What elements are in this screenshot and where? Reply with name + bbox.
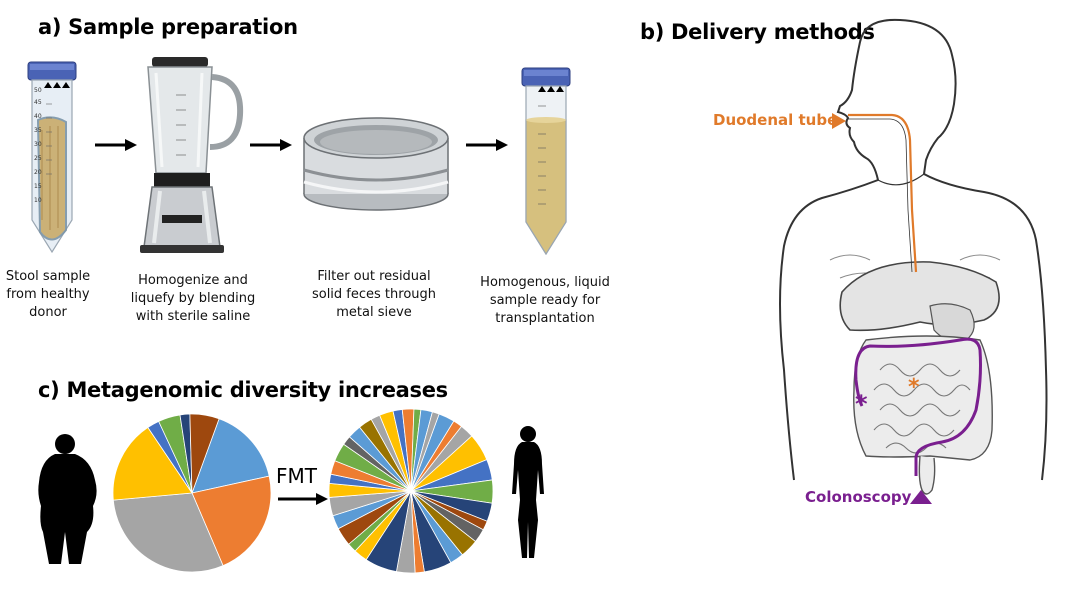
fmt-label: FMT <box>276 464 317 488</box>
arrow-right-icon <box>95 139 137 151</box>
tube-mark-20: 20 <box>34 169 42 176</box>
step-4-line-3: transplantation <box>495 311 595 326</box>
step-3-line-2: solid feces through <box>311 287 437 302</box>
duodenal-tube-label: Duodenal tube <box>713 111 838 129</box>
pie-slice <box>112 426 193 501</box>
step-4-line-2: sample ready for <box>489 293 601 308</box>
liquid-sample-tube-icon <box>521 67 571 256</box>
step-1-line-2: from healthy <box>6 287 90 302</box>
tube-mark-45: 45 <box>34 99 42 106</box>
tube-mark-35: 35 <box>34 127 42 134</box>
colonoscope-path <box>854 337 982 476</box>
arrow-right-icon <box>466 139 508 151</box>
step-2-line-1: Homogenize and <box>138 273 248 288</box>
blender-icon <box>140 57 244 253</box>
step-1-line-1: Stool sample <box>5 269 91 284</box>
step-2-line-2: liquefy by blending <box>130 291 256 306</box>
tube-mark-15: 15 <box>34 183 42 190</box>
panel-b-title: b) Delivery methods <box>640 20 875 44</box>
panel-c-title: c) Metagenomic diversity increases <box>38 378 448 402</box>
sieve-icon <box>303 117 449 211</box>
tube-mark-50: 50 <box>34 87 42 94</box>
arrow-right-icon <box>278 493 328 505</box>
stool-tube-icon: 50 45 40 35 30 25 20 15 10 <box>27 61 77 254</box>
pie-chart-after <box>328 408 494 574</box>
step-1-caption: Stool sample from healthy donor <box>0 268 96 322</box>
pie-slice <box>191 475 272 567</box>
step-4-line-1: Homogenous, liquid <box>480 275 610 290</box>
human-torso-anatomy-illustration: * * <box>779 18 1048 495</box>
pie-slice <box>189 413 220 494</box>
slim-person-silhouette-icon <box>512 426 544 558</box>
step-3-caption: Filter out residual solid feces through … <box>308 268 440 322</box>
tube-mark-30: 30 <box>34 141 42 148</box>
purple-triangle-pointer-icon <box>910 490 932 504</box>
pie-slice <box>410 411 440 492</box>
step-1-line-3: donor <box>29 305 67 320</box>
step-2-line-3: with sterile saline <box>135 309 251 324</box>
asterisk-icon: * <box>855 390 868 418</box>
pie-slice <box>191 418 270 494</box>
arrow-right-icon <box>250 139 292 151</box>
colonoscopy-label: Colonoscopy <box>805 488 912 506</box>
step-2-caption: Homogenize and liquefy by blending with … <box>128 272 258 326</box>
panel-a-title: a) Sample preparation <box>38 15 298 39</box>
duodenal-tube-path <box>848 113 918 273</box>
pie-slice <box>112 492 224 573</box>
tube-mark-40: 40 <box>34 113 42 120</box>
tube-mark-10: 10 <box>34 197 42 204</box>
tube-mark-25: 25 <box>34 155 42 162</box>
step-3-line-1: Filter out residual <box>317 269 431 284</box>
step-3-line-3: metal sieve <box>336 305 412 320</box>
obese-person-silhouette-icon <box>38 434 97 564</box>
asterisk-icon: * <box>908 375 920 400</box>
orange-triangle-pointer-icon <box>832 113 846 129</box>
step-4-caption: Homogenous, liquid sample ready for tran… <box>480 274 610 328</box>
pie-chart-before <box>112 413 272 573</box>
